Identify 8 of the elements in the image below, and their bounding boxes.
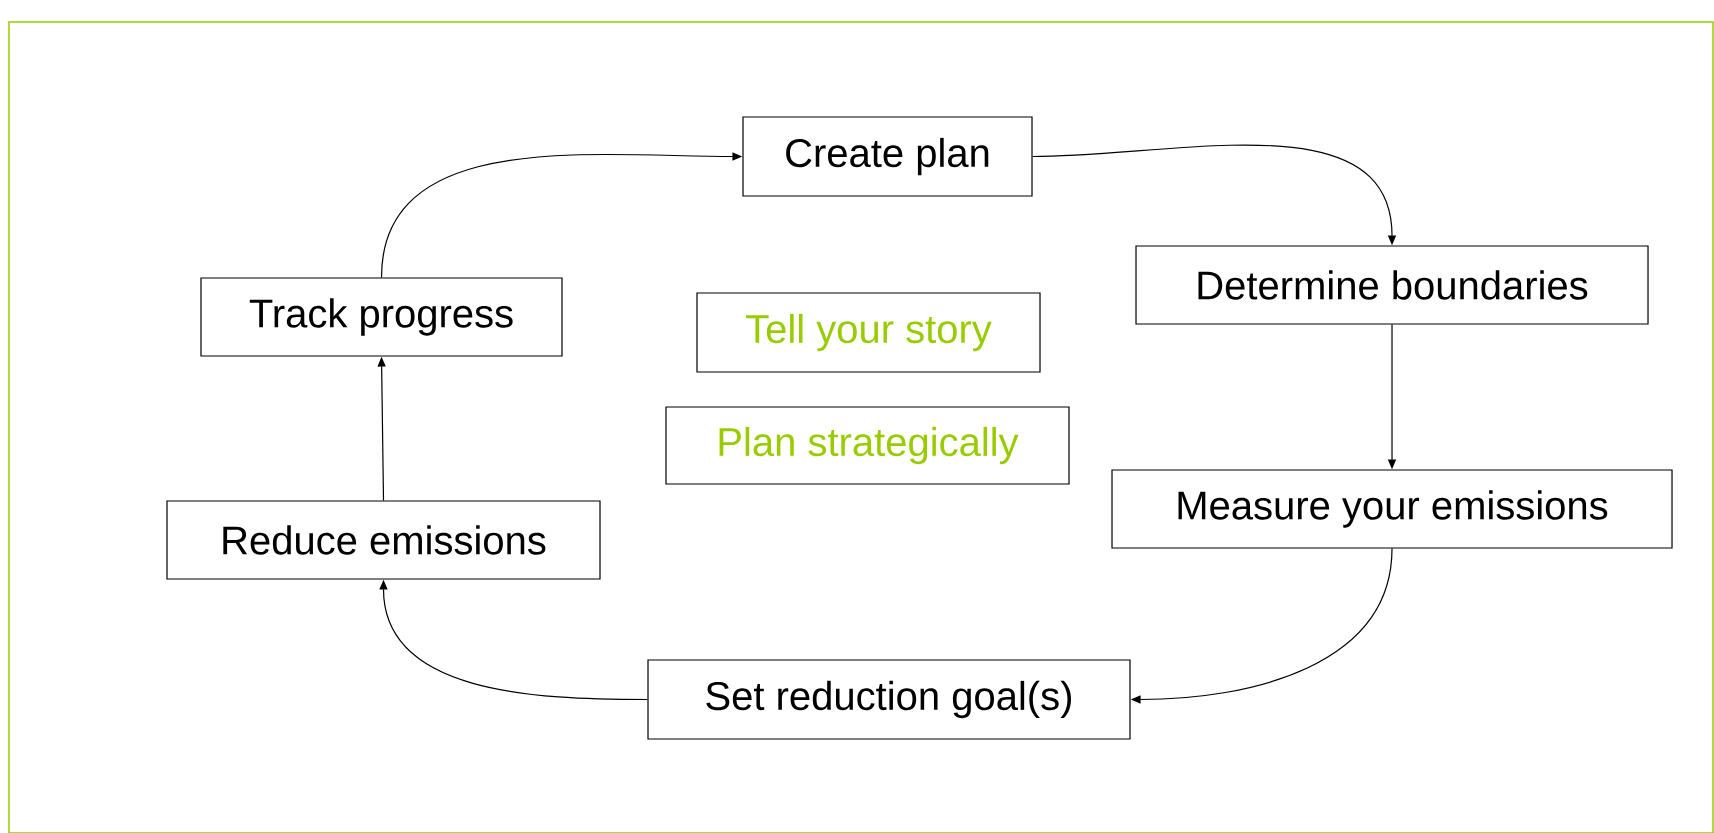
process-box: Set reduction goal(s): [647, 659, 1131, 740]
process-box: Measure your emissions: [1111, 469, 1673, 549]
process-box: Determine boundaries: [1135, 245, 1649, 325]
text-box: Tell your story: [696, 292, 1041, 373]
text-box: Plan strategically: [665, 406, 1070, 485]
process-box: Create plan: [742, 116, 1033, 197]
process-box: Reduce emissions: [166, 500, 601, 580]
process-box: Track progress: [200, 277, 563, 357]
